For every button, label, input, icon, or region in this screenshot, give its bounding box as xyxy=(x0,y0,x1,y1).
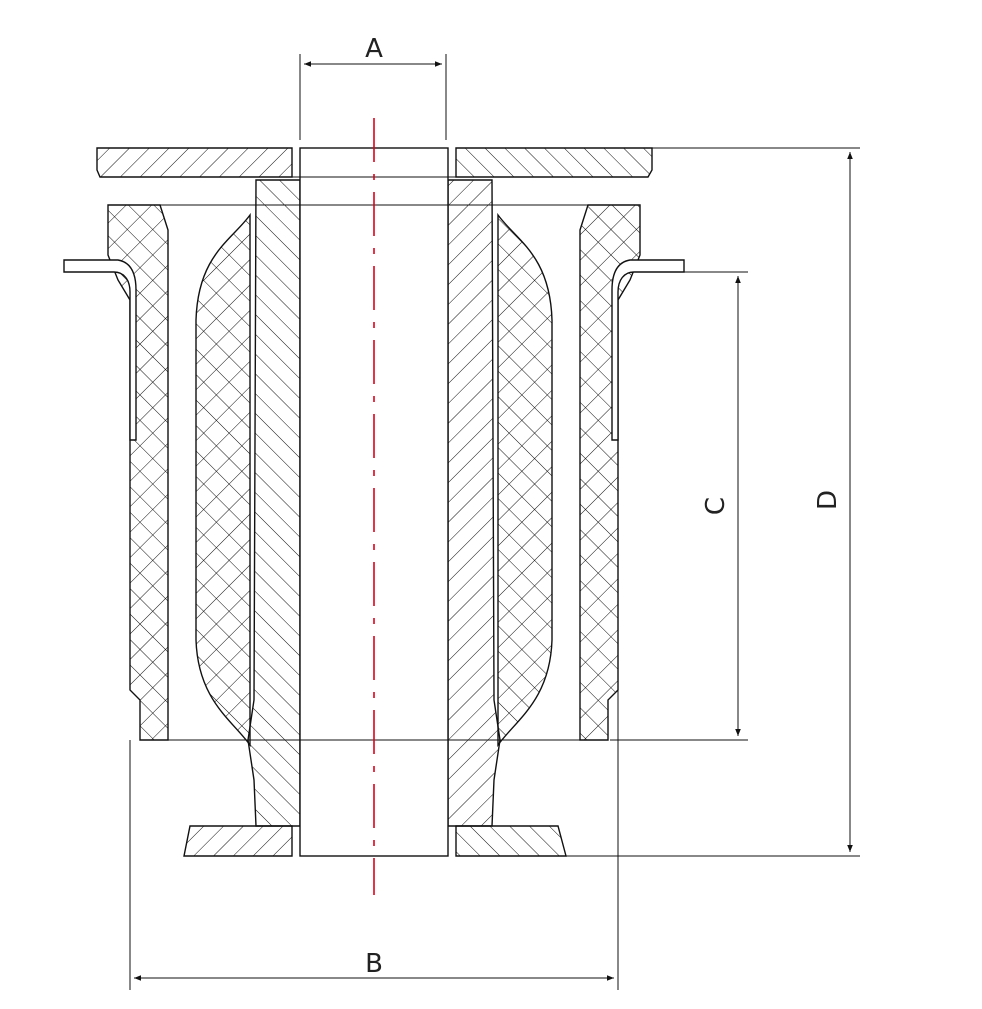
bottom-washer-right xyxy=(455,825,567,857)
dimension-a-label: A xyxy=(365,34,383,64)
dimension-b-label: B xyxy=(365,949,383,979)
outer-shell-flange-left xyxy=(63,259,137,441)
top-washer-right xyxy=(455,147,653,178)
dimension-b xyxy=(129,440,619,990)
outer-housing-left xyxy=(107,204,169,741)
dimension-d xyxy=(566,147,860,857)
top-washer-left xyxy=(96,147,293,178)
bottom-washer-left xyxy=(183,825,293,857)
inner-sleeve-right xyxy=(447,179,501,827)
rubber-body-right xyxy=(497,212,553,748)
rubber-body-left xyxy=(195,212,251,748)
outer-housing-right xyxy=(579,204,641,741)
dimension-d-label: D xyxy=(813,490,843,510)
dimension-c xyxy=(610,271,748,741)
dimension-a xyxy=(299,54,447,140)
inner-sleeve-left xyxy=(247,179,301,827)
dimension-c-label: C xyxy=(701,497,731,515)
